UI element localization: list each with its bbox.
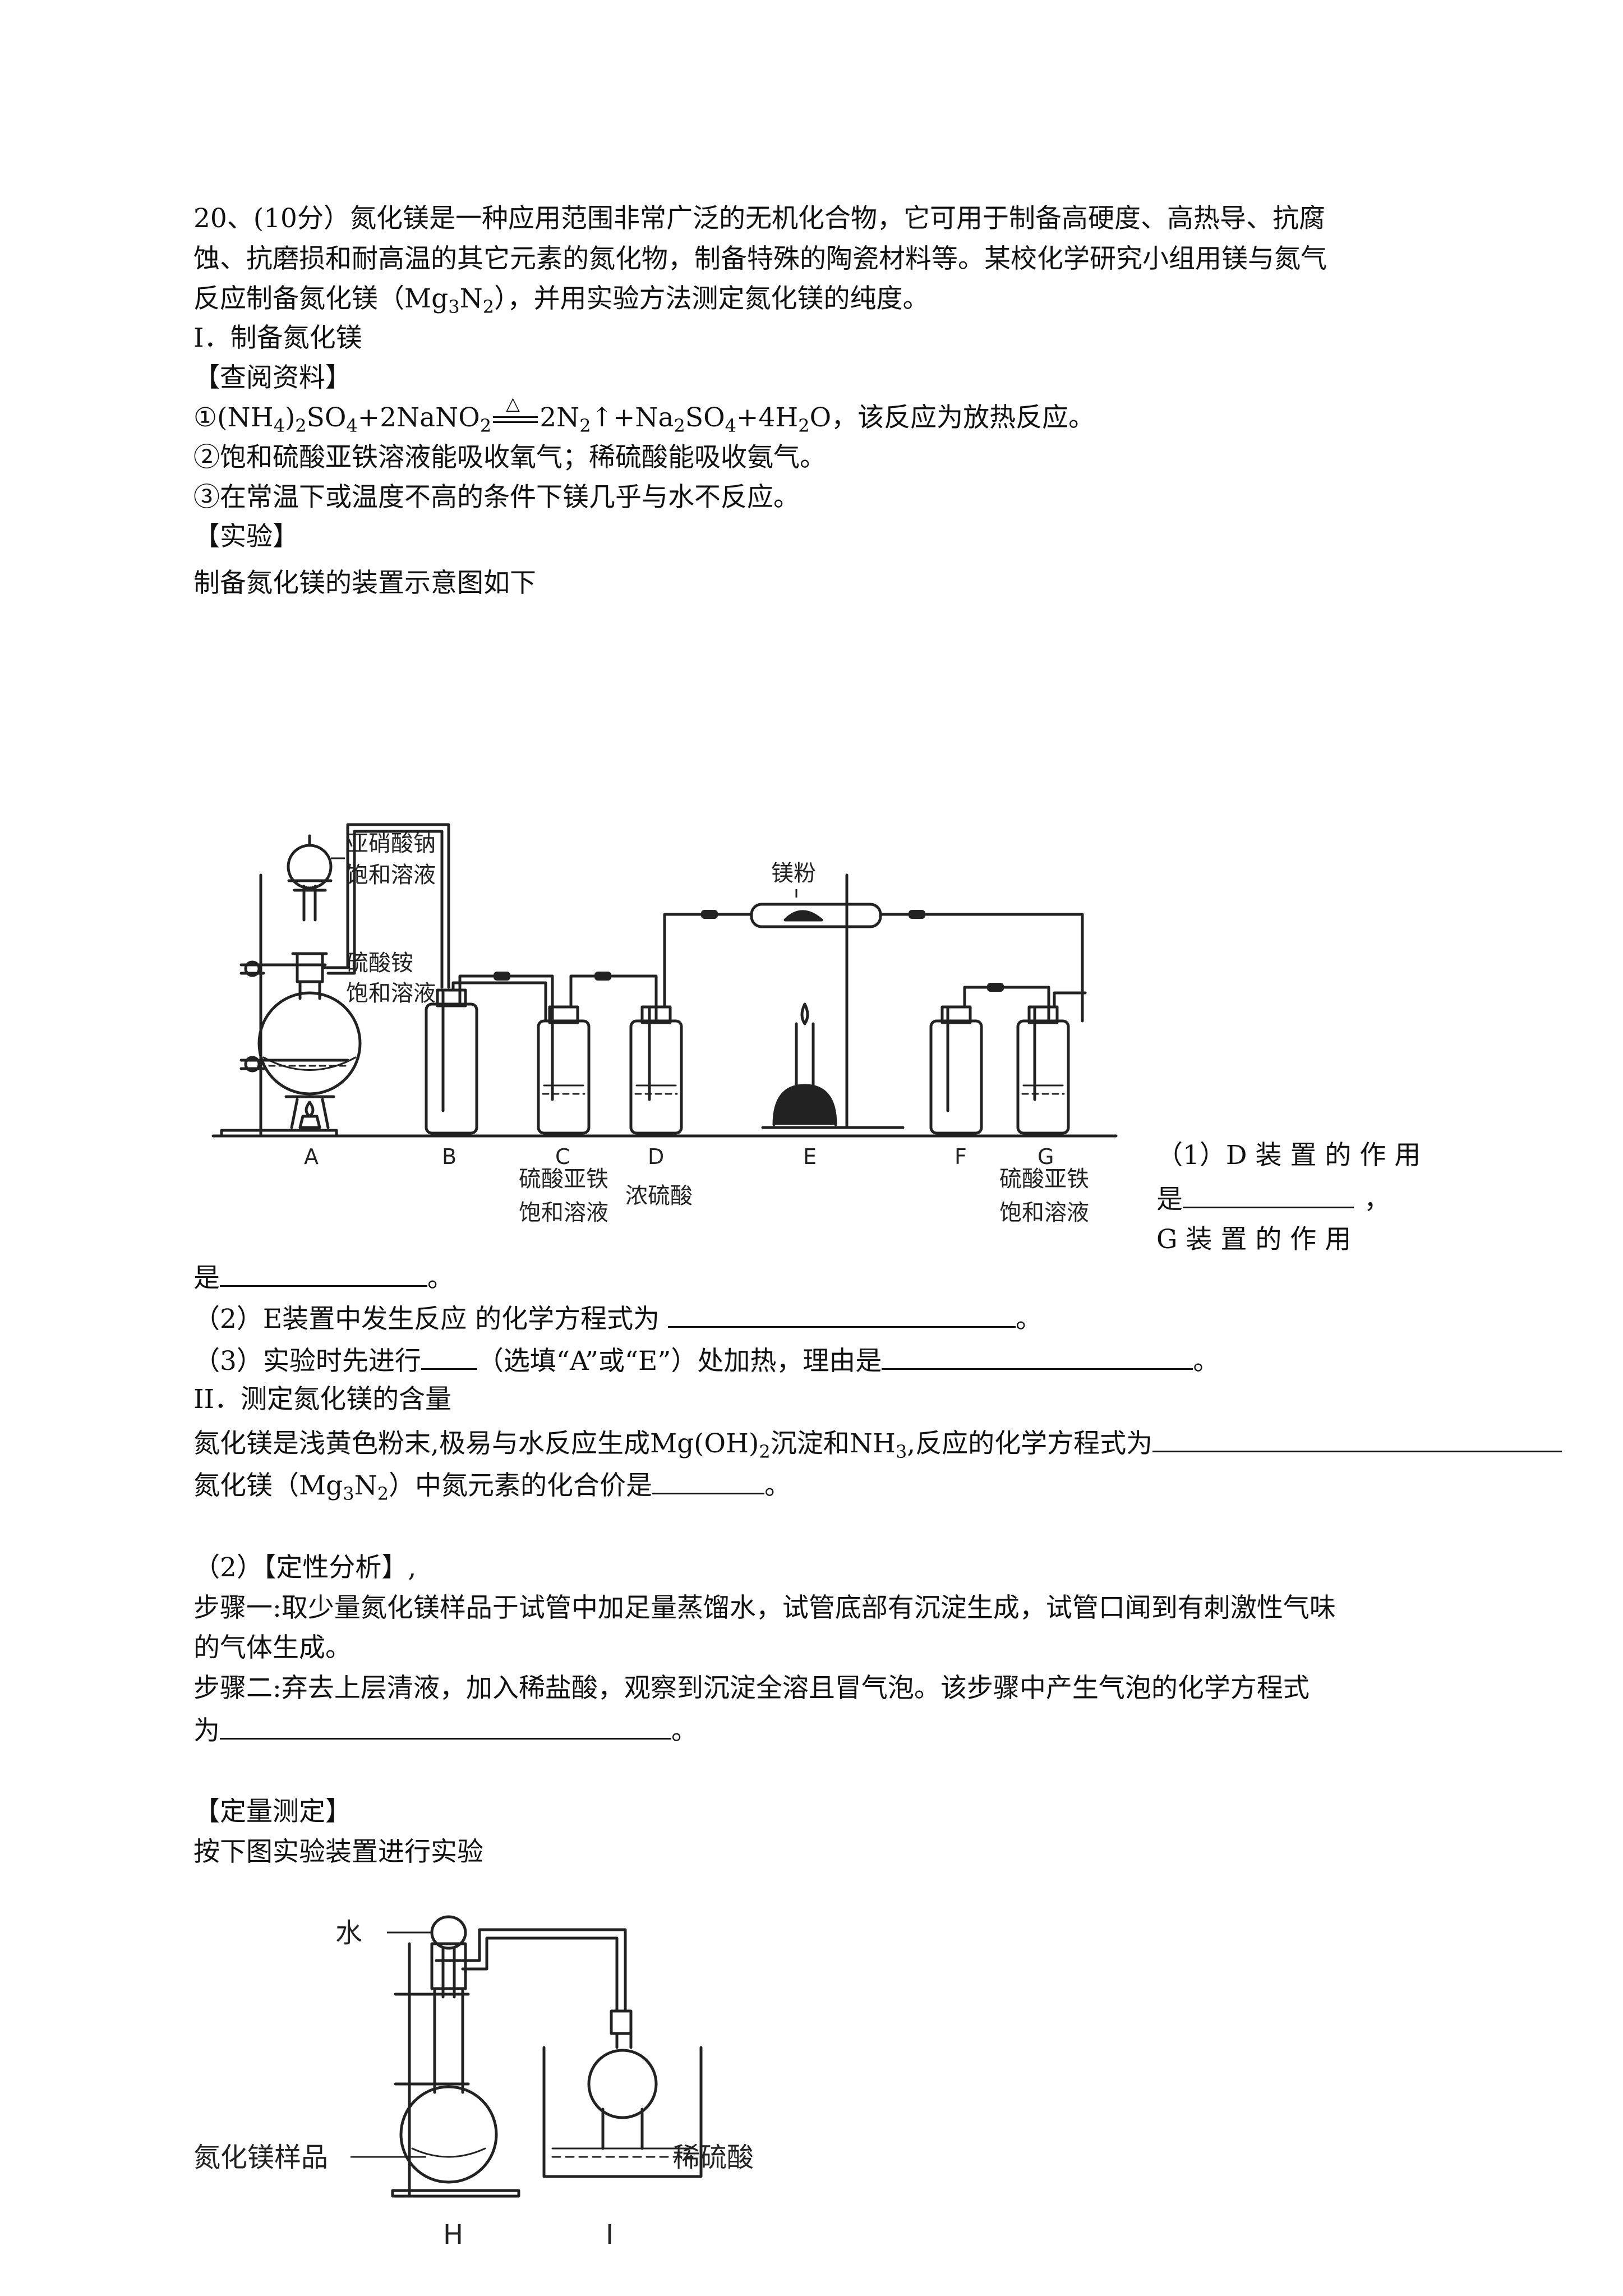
label-d-conc-sulfuric: 浓硫酸 xyxy=(625,1183,693,1209)
label-water: 水 xyxy=(335,1917,362,1949)
q2-line: （2）E装置中发生反应 的化学方程式为 。 xyxy=(193,1300,1042,1336)
step-2-line-2: 为。 xyxy=(193,1712,698,1748)
qualitative-header: （2）【定性分析】, xyxy=(193,1552,417,1583)
label-ammonium-sulfate: 硫酸铵 xyxy=(346,950,413,976)
reference-header: 【查阅资料】 xyxy=(193,362,352,393)
label-g-saturated: 饱和溶液 xyxy=(999,1200,1089,1226)
reaction-arrow: △ xyxy=(491,393,540,435)
quantitative-header: 【定量测定】 xyxy=(193,1796,352,1827)
q1-line-1: （1）D 装 置 的 作 用 xyxy=(1156,1140,1421,1171)
answer-blank-g[interactable] xyxy=(220,1259,427,1287)
label-c-saturated: 饱和溶液 xyxy=(519,1200,608,1226)
part2-line-2: 氮化镁（Mg3N2）中氮元素的化合价是。 xyxy=(193,1467,791,1503)
intro-line-2: 蚀、抗磨损和耐高温的其它元素的氮化物，制备特殊的陶瓷材料等。某校化学研究小组用镁… xyxy=(193,243,1327,274)
reference-2: ②饱和硫酸亚铁溶液能吸收氧气；稀硫酸能吸收氨气。 xyxy=(193,442,826,473)
label-saturated-solution-1: 饱和溶液 xyxy=(346,862,436,888)
answer-blank-heat-first[interactable] xyxy=(421,1342,477,1370)
letter-i: I xyxy=(606,2219,614,2251)
answer-blank-hydrolysis[interactable] xyxy=(1152,1425,1562,1452)
q3-line: （3）实验时先进行（选填“A”或“E”）处加热，理由是。 xyxy=(193,1342,1219,1378)
answer-blank-gas-equation[interactable] xyxy=(220,1712,671,1740)
part2-line-1: 氮化镁是浅黄色粉末,极易与水反应生成Mg(OH)2沉淀和NH3,反应的化学方程式… xyxy=(193,1425,1562,1461)
letter-a: A xyxy=(304,1144,319,1169)
label-dilute-sulfuric: 稀硫酸 xyxy=(673,2142,754,2173)
experiment-text: 制备氮化镁的装置示意图如下 xyxy=(193,568,536,599)
label-magnesium-powder: 镁粉 xyxy=(771,861,816,886)
letter-b: B xyxy=(442,1144,457,1169)
q1-line-3: G 装 置 的 作 用 xyxy=(1156,1224,1352,1255)
quantitative-text: 按下图实验装置进行实验 xyxy=(193,1837,483,1867)
label-c-ferrous-sulfate: 硫酸亚铁 xyxy=(519,1166,608,1192)
letter-h: H xyxy=(443,2219,463,2251)
letter-e: E xyxy=(803,1144,817,1169)
q1-line-2: 是， xyxy=(1156,1181,1390,1217)
label-saturated-solution-2: 饱和溶液 xyxy=(346,981,436,1006)
letter-f: F xyxy=(955,1144,967,1169)
q1-line-4: 是。 xyxy=(193,1259,454,1295)
answer-blank-e-equation[interactable] xyxy=(668,1300,1016,1328)
answer-blank-d[interactable] xyxy=(1183,1181,1354,1208)
step-1-line-1: 步骤一:取少量氮化镁样品于试管中加足量蒸馏水，试管底部有沉淀生成，试管口闻到有刺… xyxy=(193,1593,1336,1623)
letter-c: C xyxy=(555,1144,570,1169)
step-1-line-2: 的气体生成。 xyxy=(193,1632,352,1663)
intro-line-1: 20、(10分）氮化镁是一种应用范围非常广泛的无机化合物，它可用于制备高硬度、高… xyxy=(193,203,1325,234)
letter-g: G xyxy=(1038,1144,1054,1169)
part1-title: I．制备氮化镁 xyxy=(193,323,362,353)
intro-line-3: 反应制备氮化镁（Mg3N2），并用实验方法测定氮化镁的纯度。 xyxy=(193,283,929,318)
letter-d: D xyxy=(648,1144,664,1169)
reference-3: ③在常温下或温度不高的条件下镁几乎与水不反应。 xyxy=(193,482,800,513)
label-g-ferrous-sulfate: 硫酸亚铁 xyxy=(999,1166,1089,1192)
experiment-header: 【实验】 xyxy=(193,521,299,552)
answer-blank-valence[interactable] xyxy=(652,1467,765,1494)
part2-title: II．测定氮化镁的含量 xyxy=(193,1384,452,1415)
reference-1-equation: ①(NH4)2SO4+2NaNO2△2N2↑+Na2SO4+4H2O，该反应为放… xyxy=(193,393,1095,436)
label-nitride-sample: 氮化镁样品 xyxy=(193,2142,328,2173)
step-2-line-1: 步骤二:弃去上层清液，加入稀盐酸，观察到沉淀全溶且冒气泡。该步骤中产生气泡的化学… xyxy=(193,1673,1310,1704)
answer-blank-reason[interactable] xyxy=(882,1342,1193,1370)
label-sodium-nitrite: 亚硝酸钠 xyxy=(346,831,436,857)
